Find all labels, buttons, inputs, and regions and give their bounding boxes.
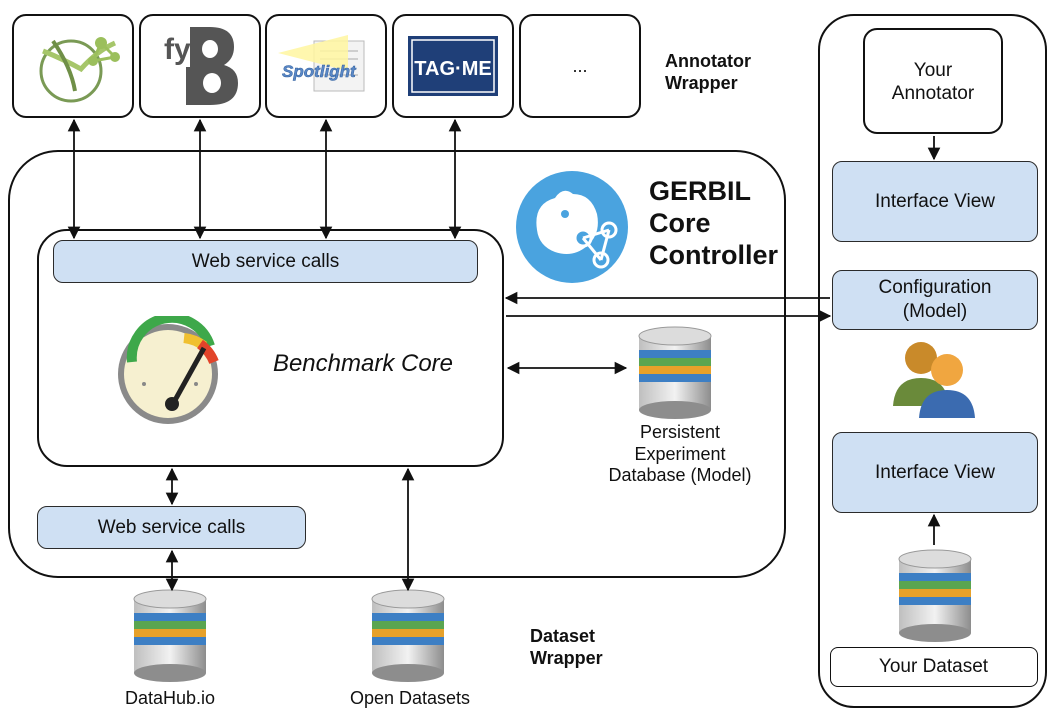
dataset-open-label: Open Datasets — [349, 688, 471, 708]
spotlight-text: Spotlight — [282, 62, 357, 81]
interface-view-top: Interface View — [832, 161, 1038, 242]
spotlight-icon: Spotlight — [267, 16, 385, 116]
dataset-wrapper-label: Dataset Wrapper — [530, 626, 603, 668]
agdistis-icon — [14, 16, 132, 116]
annotator-agdistis — [12, 14, 134, 118]
annotator-babelfy: fy — [139, 14, 261, 118]
database-icon-your-dataset — [890, 548, 980, 644]
annotator-more: ... — [519, 14, 641, 118]
your-annotator-box: Your Annotator — [863, 28, 1003, 134]
database-icon-open-datasets — [363, 588, 453, 684]
dataset-datahub-label: DataHub.io — [124, 688, 216, 708]
your-dataset-box: Your Dataset — [830, 647, 1038, 687]
babelfy-icon: fy — [141, 16, 259, 116]
tagme-icon: TAG·ME — [394, 16, 512, 116]
users-icon — [885, 335, 985, 420]
annotator-spotlight: Spotlight — [265, 14, 387, 118]
gerbil-logo-icon — [512, 168, 632, 286]
configuration-model: Configuration (Model) — [832, 270, 1038, 330]
interface-view-bottom: Interface View — [832, 432, 1038, 513]
your-annotator-label: Your Annotator — [891, 60, 975, 104]
speedometer-icon — [100, 316, 240, 426]
your-dataset-label: Your Dataset — [878, 656, 989, 677]
gerbil-core-title: GERBIL Core Controller — [649, 176, 779, 270]
annotator-more-label: ... — [572, 56, 588, 76]
web-service-calls-top: Web service calls — [53, 240, 478, 283]
database-icon-persistent — [630, 325, 720, 421]
babelfy-text: fy — [164, 33, 191, 66]
tagme-text: TAG·ME — [414, 58, 491, 80]
web-service-calls-bottom: Web service calls — [37, 506, 306, 549]
database-icon-datahub — [125, 588, 215, 684]
annotator-tagme: TAG·ME — [392, 14, 514, 118]
benchmark-core-label: Benchmark Core — [272, 350, 454, 377]
annotator-wrapper-label: Annotator Wrapper — [665, 51, 751, 93]
database-persistent-label: Persistent Experiment Database (Model) — [608, 422, 752, 486]
